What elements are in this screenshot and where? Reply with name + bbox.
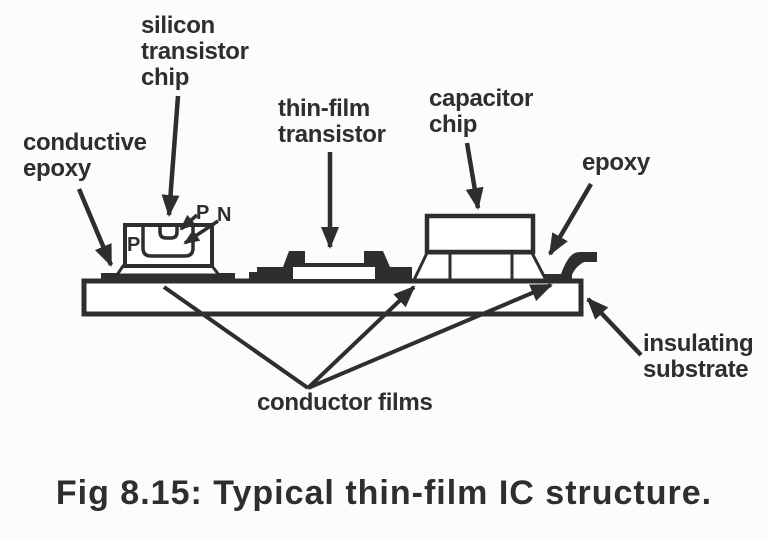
- figure-caption: Fig 8.15: Typical thin-film IC structure…: [55, 474, 713, 512]
- n-base-arrow: [183, 219, 219, 245]
- p-emitter-well-shape: [158, 226, 179, 240]
- capacitor-chip-shape: [424, 213, 536, 255]
- silicon-chip-arrow: [161, 95, 181, 217]
- tft-body-shape: [289, 263, 379, 283]
- insulating-substrate-shape: [81, 278, 584, 317]
- label-conductive-epoxy: conductive epoxy: [23, 129, 147, 182]
- label-capacitor-chip: capacitor chip: [429, 85, 534, 138]
- conductive-epoxy-arrow: [76, 188, 114, 267]
- epoxy-arrow: [548, 182, 593, 256]
- capacitor-contact-shape: [448, 251, 514, 282]
- label-region-n-base: N: [217, 204, 232, 226]
- insulating-substrate-arrow: [586, 297, 643, 357]
- label-region-p-emitter: P: [196, 202, 210, 224]
- conductor-films-pointer-right: [307, 283, 553, 390]
- p-emitter-arrow: [179, 213, 199, 231]
- capacitor-right-epoxy-fillet-shape: [510, 251, 549, 282]
- conductor-films-pointer-middle: [306, 285, 416, 390]
- conductor-films-pointer-left: [162, 285, 310, 390]
- label-region-p-body: P: [127, 234, 141, 256]
- conductor-film-hook-shape: [559, 252, 597, 281]
- label-thin-film-transistor: thin-film transistor: [278, 95, 386, 148]
- label-conductor-films: conductor films: [257, 389, 433, 416]
- capacitor-chip-arrow: [464, 142, 484, 210]
- conductor-film-left-shape: [101, 273, 235, 281]
- label-insulating-substrate: insulating substrate: [643, 330, 754, 383]
- label-silicon-transistor-chip: silicon transistor chip: [141, 12, 249, 91]
- label-epoxy: epoxy: [582, 149, 650, 176]
- capacitor-left-epoxy-fillet-shape: [411, 251, 452, 282]
- n-base-well-shape: [141, 226, 195, 258]
